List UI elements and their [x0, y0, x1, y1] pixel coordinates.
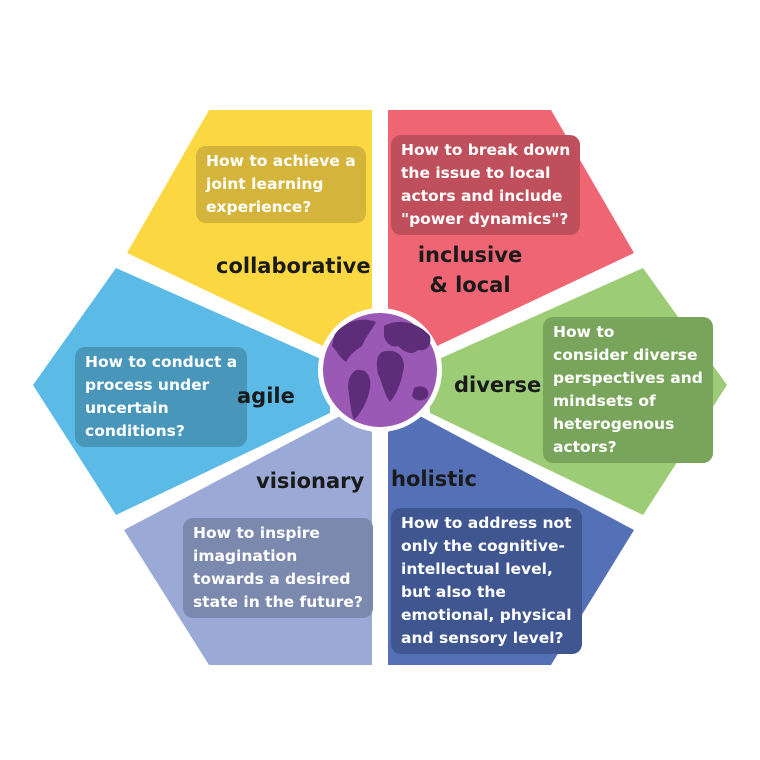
- question-line: actors?: [553, 438, 617, 456]
- question-line: "power dynamics"?: [401, 210, 569, 228]
- label-holistic: holistic: [391, 467, 477, 491]
- question-line: How to break down: [401, 141, 571, 159]
- question-line: heterogenous: [553, 415, 675, 433]
- question-collaborative: How to achieve a joint learning experien…: [196, 146, 366, 223]
- question-agile: How to conduct a process under uncertain…: [75, 347, 248, 447]
- globe-icon: [318, 308, 442, 432]
- question-line: joint learning: [206, 175, 324, 193]
- label-line: inclusive: [417, 243, 523, 267]
- question-line: intellectual level,: [401, 560, 553, 578]
- question-line: and sensory level?: [401, 629, 564, 647]
- question-visionary: How to inspire imagination towards a des…: [183, 518, 373, 618]
- label-visionary: visionary: [256, 469, 365, 493]
- question-diverse: How to consider diverse perspectives and…: [543, 317, 713, 463]
- question-line: towards a desired: [193, 570, 351, 588]
- label-agile: agile: [237, 384, 295, 408]
- question-line: imagination: [193, 547, 298, 565]
- question-line: but also the: [401, 583, 506, 601]
- label-line: & local: [429, 273, 511, 297]
- question-line: consider diverse: [553, 346, 698, 364]
- question-line: How to conduct a: [85, 353, 238, 371]
- question-line: conditions?: [85, 422, 185, 440]
- question-holistic: How to address not only the cognitive- i…: [391, 508, 582, 654]
- question-line: emotional, physical: [401, 606, 572, 624]
- question-line: How to address not: [401, 514, 572, 532]
- question-line: uncertain: [85, 399, 169, 417]
- question-line: process under: [85, 376, 210, 394]
- label-diverse: diverse: [454, 373, 542, 397]
- question-line: How to: [553, 323, 615, 341]
- question-line: perspectives and: [553, 369, 703, 387]
- question-line: How to inspire: [193, 524, 320, 542]
- question-inclusive: How to break down the issue to local act…: [391, 135, 581, 235]
- label-collaborative: collaborative: [216, 254, 371, 278]
- question-line: the issue to local: [401, 164, 551, 182]
- question-line: actors and include: [401, 187, 563, 205]
- question-line: experience?: [206, 198, 312, 216]
- question-line: only the cognitive-: [401, 537, 565, 555]
- question-line: mindsets of: [553, 392, 656, 410]
- question-line: state in the future?: [193, 593, 363, 611]
- label-inclusive-local: inclusive & local: [412, 240, 528, 300]
- question-line: How to achieve a: [206, 152, 356, 170]
